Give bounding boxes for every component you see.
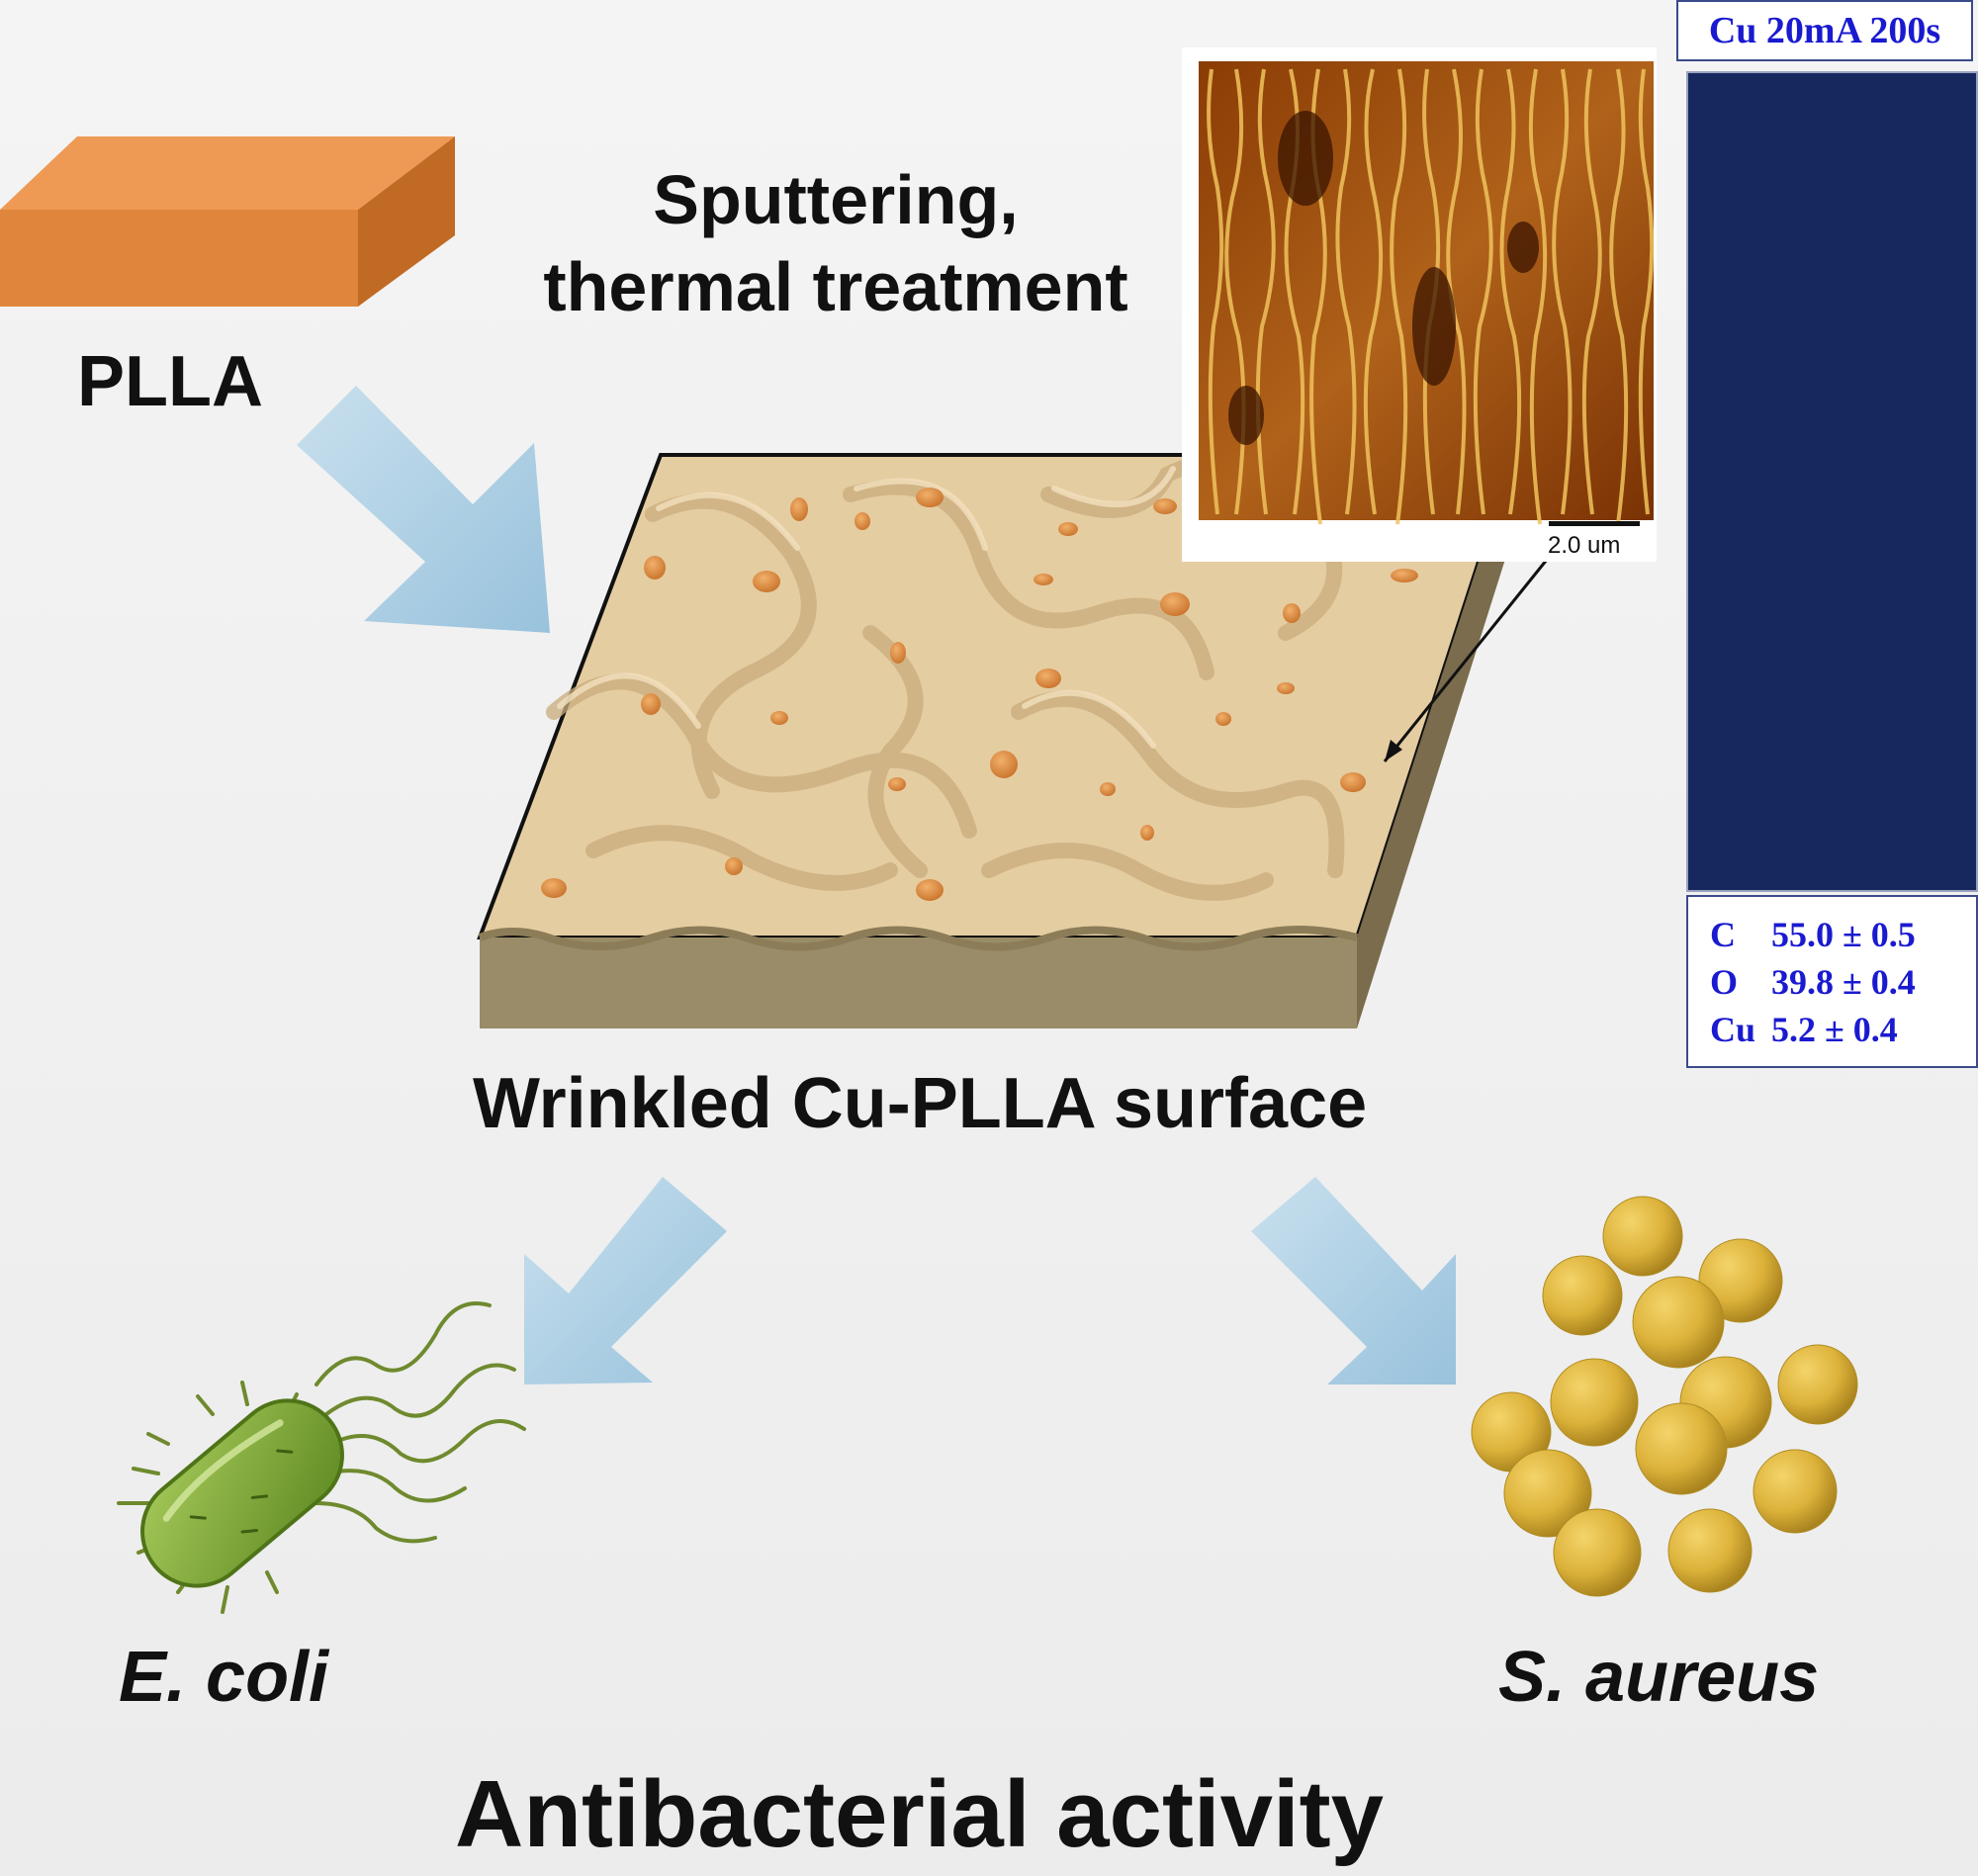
plla-label: PLLA [77,342,263,421]
eds-panel [1686,71,1978,892]
eds-composition-box: C 55.0 ± 0.5 O 39.8 ± 0.4 Cu 5.2 ± 0.4 [1686,895,1978,1068]
composition-value: 39.8 ± 0.4 [1771,962,1916,1002]
arrow-to-surface [297,386,550,633]
composition-element: C [1710,915,1736,954]
composition-row-o: O 39.8 ± 0.4 [1710,958,1976,1006]
process-step-label: Sputtering, thermal treatment [494,156,1177,330]
wrinkled-surface [477,453,1565,1028]
ecoli-label: E. coli [119,1638,329,1717]
composition-row-c: C 55.0 ± 0.5 [1710,911,1976,958]
arrow-to-saureus [1251,1177,1456,1385]
eds-title: Cu 20mA 200s [1676,0,1973,61]
arrow-to-ecoli [524,1177,727,1385]
saureus-label: S. aureus [1498,1638,1820,1717]
process-label-line1: Sputtering, [653,161,1019,238]
composition-row-cu: Cu 5.2 ± 0.4 [1710,1006,1976,1053]
antibacterial-activity-title: Antibacterial activity [455,1761,1384,1867]
ecoli-bacterium [117,1301,526,1614]
composition-value: 55.0 ± 0.5 [1771,915,1916,954]
afm-image [1182,47,1657,562]
surface-label: Wrinkled Cu-PLLA surface [473,1064,1368,1143]
composition-element: Cu [1710,1010,1756,1049]
process-label-line2: thermal treatment [543,248,1128,325]
composition-element: O [1710,962,1739,1002]
saureus-cluster [1471,1196,1858,1597]
afm-scale-bar-label: 2.0 um [1548,532,1621,559]
composition-value: 5.2 ± 0.4 [1771,1010,1898,1049]
plla-block [0,136,455,307]
